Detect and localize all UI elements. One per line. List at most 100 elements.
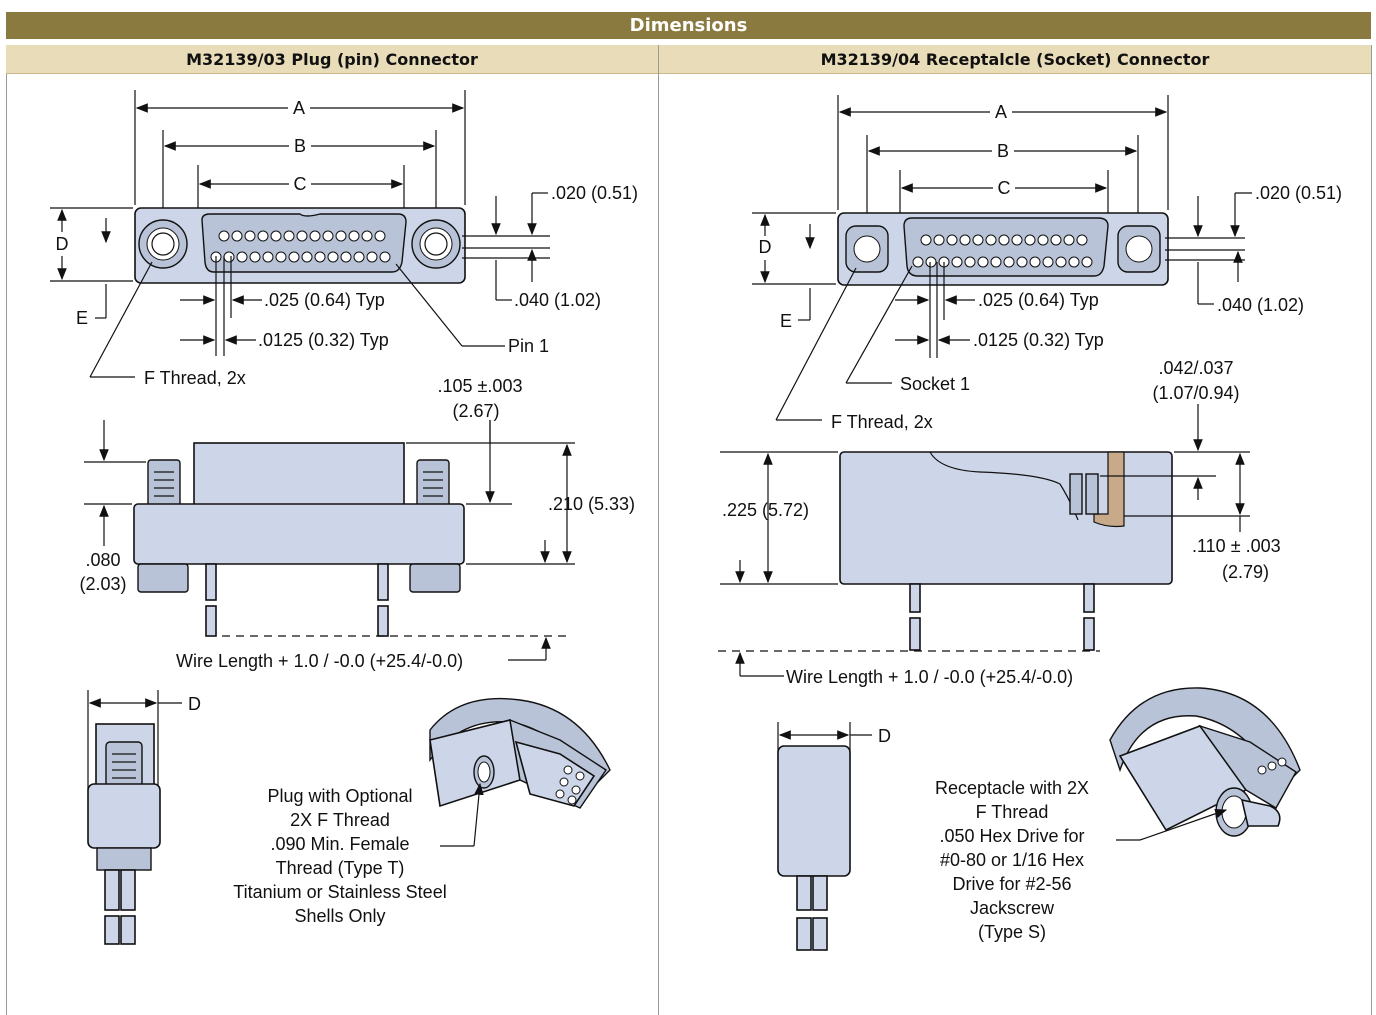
contact-pin bbox=[1081, 256, 1093, 268]
dim-E-label: E bbox=[76, 308, 88, 328]
contact-pin bbox=[262, 251, 274, 263]
contact-pin bbox=[244, 230, 256, 242]
dim-080-metric-label: (2.03) bbox=[79, 574, 126, 594]
note-line: Jackscrew bbox=[970, 898, 1055, 918]
contact-pin bbox=[1076, 234, 1088, 246]
rec-dim-0125-label: .0125 (0.32) Typ bbox=[973, 330, 1104, 350]
receptacle-column-header: M32139/04 Receptalcle (Socket) Connector bbox=[659, 45, 1371, 74]
dim-080-label: .080 bbox=[85, 550, 120, 570]
note-line: Plug with Optional bbox=[267, 786, 412, 806]
rec-dim-025-label: .025 (0.64) Typ bbox=[978, 290, 1099, 310]
dim-110-label: .110 ± .003 bbox=[1192, 536, 1281, 556]
rec-dim-040-label: .040 (1.02) bbox=[1217, 295, 1304, 315]
contact-pin bbox=[301, 251, 313, 263]
contact-pin bbox=[1037, 234, 1049, 246]
contact-pin bbox=[985, 234, 997, 246]
contact-pin bbox=[340, 251, 352, 263]
contact-pin bbox=[951, 256, 963, 268]
dim-042-label: .042/.037 bbox=[1158, 358, 1233, 378]
rec-end-D-label: D bbox=[878, 726, 891, 746]
contact-pin bbox=[946, 234, 958, 246]
receptacle-top-view: A B C D E bbox=[752, 95, 1342, 432]
contact-pin bbox=[933, 234, 945, 246]
contact-pin bbox=[1011, 234, 1023, 246]
dim-225-label: .225 (5.72) bbox=[722, 500, 809, 520]
receptacle-iso-view bbox=[1109, 687, 1301, 841]
contact-pin bbox=[1050, 234, 1062, 246]
table-title: Dimensions bbox=[6, 12, 1371, 39]
rec-dim-D-label: D bbox=[759, 237, 772, 257]
note-line: (Type S) bbox=[978, 922, 1046, 942]
contact-pin bbox=[1003, 256, 1015, 268]
column-divider bbox=[658, 45, 659, 1015]
plug-fthread-label: F Thread, 2x bbox=[144, 368, 246, 388]
plug-wire-length-label: Wire Length + 1.0 / -0.0 (+25.4/-0.0) bbox=[176, 651, 463, 671]
contact-pin bbox=[977, 256, 989, 268]
table-frame bbox=[6, 45, 1372, 1015]
note-line: 2X F Thread bbox=[290, 810, 390, 830]
contact-pin bbox=[361, 230, 373, 242]
dim-025-label: .025 (0.64) Typ bbox=[264, 290, 385, 310]
dim-B-label: B bbox=[294, 136, 306, 156]
receptacle-note: Receptacle with 2XF Thread.050 Hex Drive… bbox=[935, 778, 1089, 942]
contact-pin bbox=[1024, 234, 1036, 246]
note-line: .050 Hex Drive for bbox=[939, 826, 1084, 846]
note-line: Shells Only bbox=[294, 906, 385, 926]
dim-D-label: D bbox=[56, 234, 69, 254]
contact-pin bbox=[379, 251, 391, 263]
note-line: Titanium or Stainless Steel bbox=[233, 882, 446, 902]
contact-pin bbox=[1029, 256, 1041, 268]
contact-pin bbox=[236, 251, 248, 263]
contact-pin bbox=[1055, 256, 1067, 268]
contact-pin bbox=[920, 234, 932, 246]
contact-pin bbox=[296, 230, 308, 242]
receptacle-side-view: .042/.037 (1.07/0.94) .225 (5.72) . bbox=[718, 358, 1281, 687]
contact-pin bbox=[322, 230, 334, 242]
contact-pin bbox=[218, 230, 230, 242]
plug-end-view: D bbox=[87, 690, 201, 945]
contact-pin bbox=[223, 251, 235, 263]
rec-dim-A-label: A bbox=[995, 102, 1007, 122]
contact-pin bbox=[327, 251, 339, 263]
note-line: Thread (Type T) bbox=[276, 858, 405, 878]
contact-pin bbox=[283, 230, 295, 242]
contact-pin bbox=[990, 256, 1002, 268]
rec-wire-length-label: Wire Length + 1.0 / -0.0 (+25.4/-0.0) bbox=[786, 667, 1073, 687]
contact-pin bbox=[270, 230, 282, 242]
dim-110-metric-label: (2.79) bbox=[1222, 562, 1269, 582]
note-line: Receptacle with 2X bbox=[935, 778, 1089, 798]
dim-0125-label: .0125 (0.32) Typ bbox=[258, 330, 389, 350]
contact-pin bbox=[348, 230, 360, 242]
contact-pin bbox=[275, 251, 287, 263]
contact-pin bbox=[366, 251, 378, 263]
plug-iso-view bbox=[429, 697, 611, 847]
plug-column-header: M32139/03 Plug (pin) Connector bbox=[6, 45, 658, 74]
plug-top-view: A B C D bbox=[50, 90, 638, 388]
contact-pin bbox=[1068, 256, 1080, 268]
pin1-label: Pin 1 bbox=[508, 336, 549, 356]
contact-pin bbox=[231, 230, 243, 242]
contact-pin bbox=[972, 234, 984, 246]
contact-pin bbox=[249, 251, 261, 263]
rec-dim-E-label: E bbox=[780, 311, 792, 331]
contact-pin bbox=[257, 230, 269, 242]
dim-105-metric-label: (2.67) bbox=[452, 401, 499, 421]
note-line: Drive for #2-56 bbox=[952, 874, 1071, 894]
contact-pin bbox=[309, 230, 321, 242]
dim-C-label: C bbox=[294, 174, 307, 194]
contact-pin bbox=[1063, 234, 1075, 246]
dim-040-label: .040 (1.02) bbox=[514, 290, 601, 310]
dim-A-label: A bbox=[293, 98, 305, 118]
dim-210-label: .210 (5.33) bbox=[548, 494, 635, 514]
contact-pin bbox=[998, 234, 1010, 246]
dim-042-metric-label: (1.07/0.94) bbox=[1152, 383, 1239, 403]
plug-end-D-label: D bbox=[188, 694, 201, 714]
socket1-label: Socket 1 bbox=[900, 374, 970, 394]
contact-pin bbox=[1042, 256, 1054, 268]
contact-pin bbox=[1016, 256, 1028, 268]
plug-side-view: .105 ±.003 (2.67) .080 (2.03 bbox=[79, 376, 635, 671]
contact-pin bbox=[314, 251, 326, 263]
